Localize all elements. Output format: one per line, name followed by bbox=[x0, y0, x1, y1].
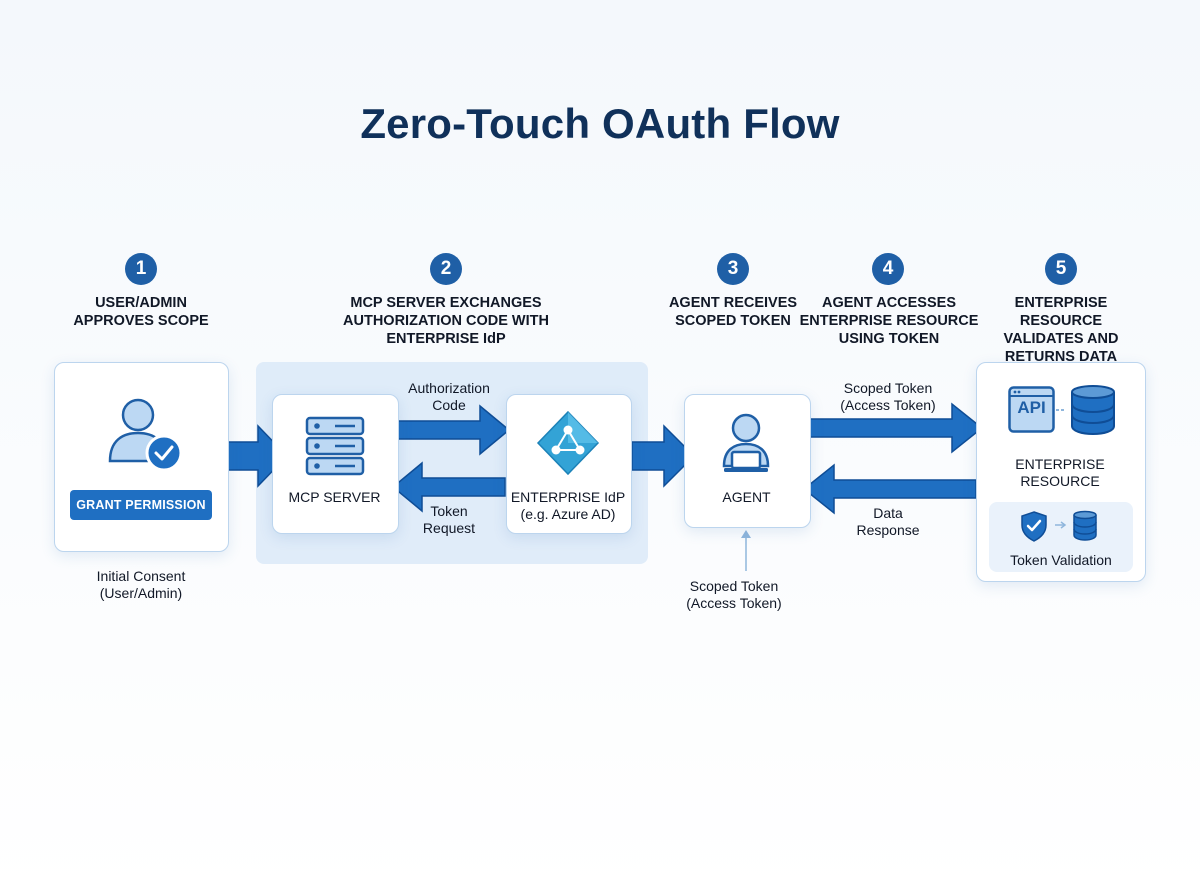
step-3-badge: 3 bbox=[717, 253, 749, 285]
page-title: Zero-Touch OAuth Flow bbox=[360, 100, 840, 147]
step-5-badge: 5 bbox=[1045, 253, 1077, 285]
arrow-resource-to-agent bbox=[802, 463, 977, 515]
azure-ad-diamond-icon bbox=[536, 410, 600, 476]
api-text: API bbox=[1017, 398, 1046, 417]
arrow-agent-to-resource bbox=[809, 402, 984, 454]
arrow-idp-to-agent bbox=[631, 424, 696, 488]
step-4-badge: 4 bbox=[872, 253, 904, 285]
api-icon bbox=[1008, 386, 1066, 433]
initial-consent-caption: Initial Consent(User/Admin) bbox=[96, 568, 186, 601]
arrow-token-request bbox=[391, 461, 506, 513]
step-2-badge: 2 bbox=[430, 253, 462, 285]
mcp-server-label: MCP SERVER bbox=[288, 489, 381, 505]
scoped-token-bottom-label: Scoped Token(Access Token) bbox=[686, 578, 782, 611]
agent-label: AGENT bbox=[722, 489, 771, 505]
grant-permission-button[interactable]: GRANT PERMISSION bbox=[70, 490, 212, 520]
database-icon bbox=[1071, 385, 1115, 436]
database-small-icon bbox=[1073, 510, 1097, 541]
arrow-right-small-icon bbox=[1055, 521, 1067, 529]
token-validation-label: Token Validation bbox=[1010, 552, 1112, 568]
user-check-icon bbox=[108, 398, 183, 472]
arrow-token-up bbox=[741, 530, 751, 571]
enterprise-idp-label: ENTERPRISE IdP(e.g. Azure AD) bbox=[510, 489, 626, 522]
server-stack-icon bbox=[305, 416, 365, 476]
laptop-user-icon bbox=[722, 413, 770, 472]
step-1-badge: 1 bbox=[125, 253, 157, 285]
scoped-token-top-label: Scoped Token(Access Token) bbox=[840, 380, 936, 413]
shield-check-icon bbox=[1021, 511, 1047, 542]
token-validation-box bbox=[989, 502, 1133, 572]
arrow-auth-code bbox=[397, 404, 511, 456]
